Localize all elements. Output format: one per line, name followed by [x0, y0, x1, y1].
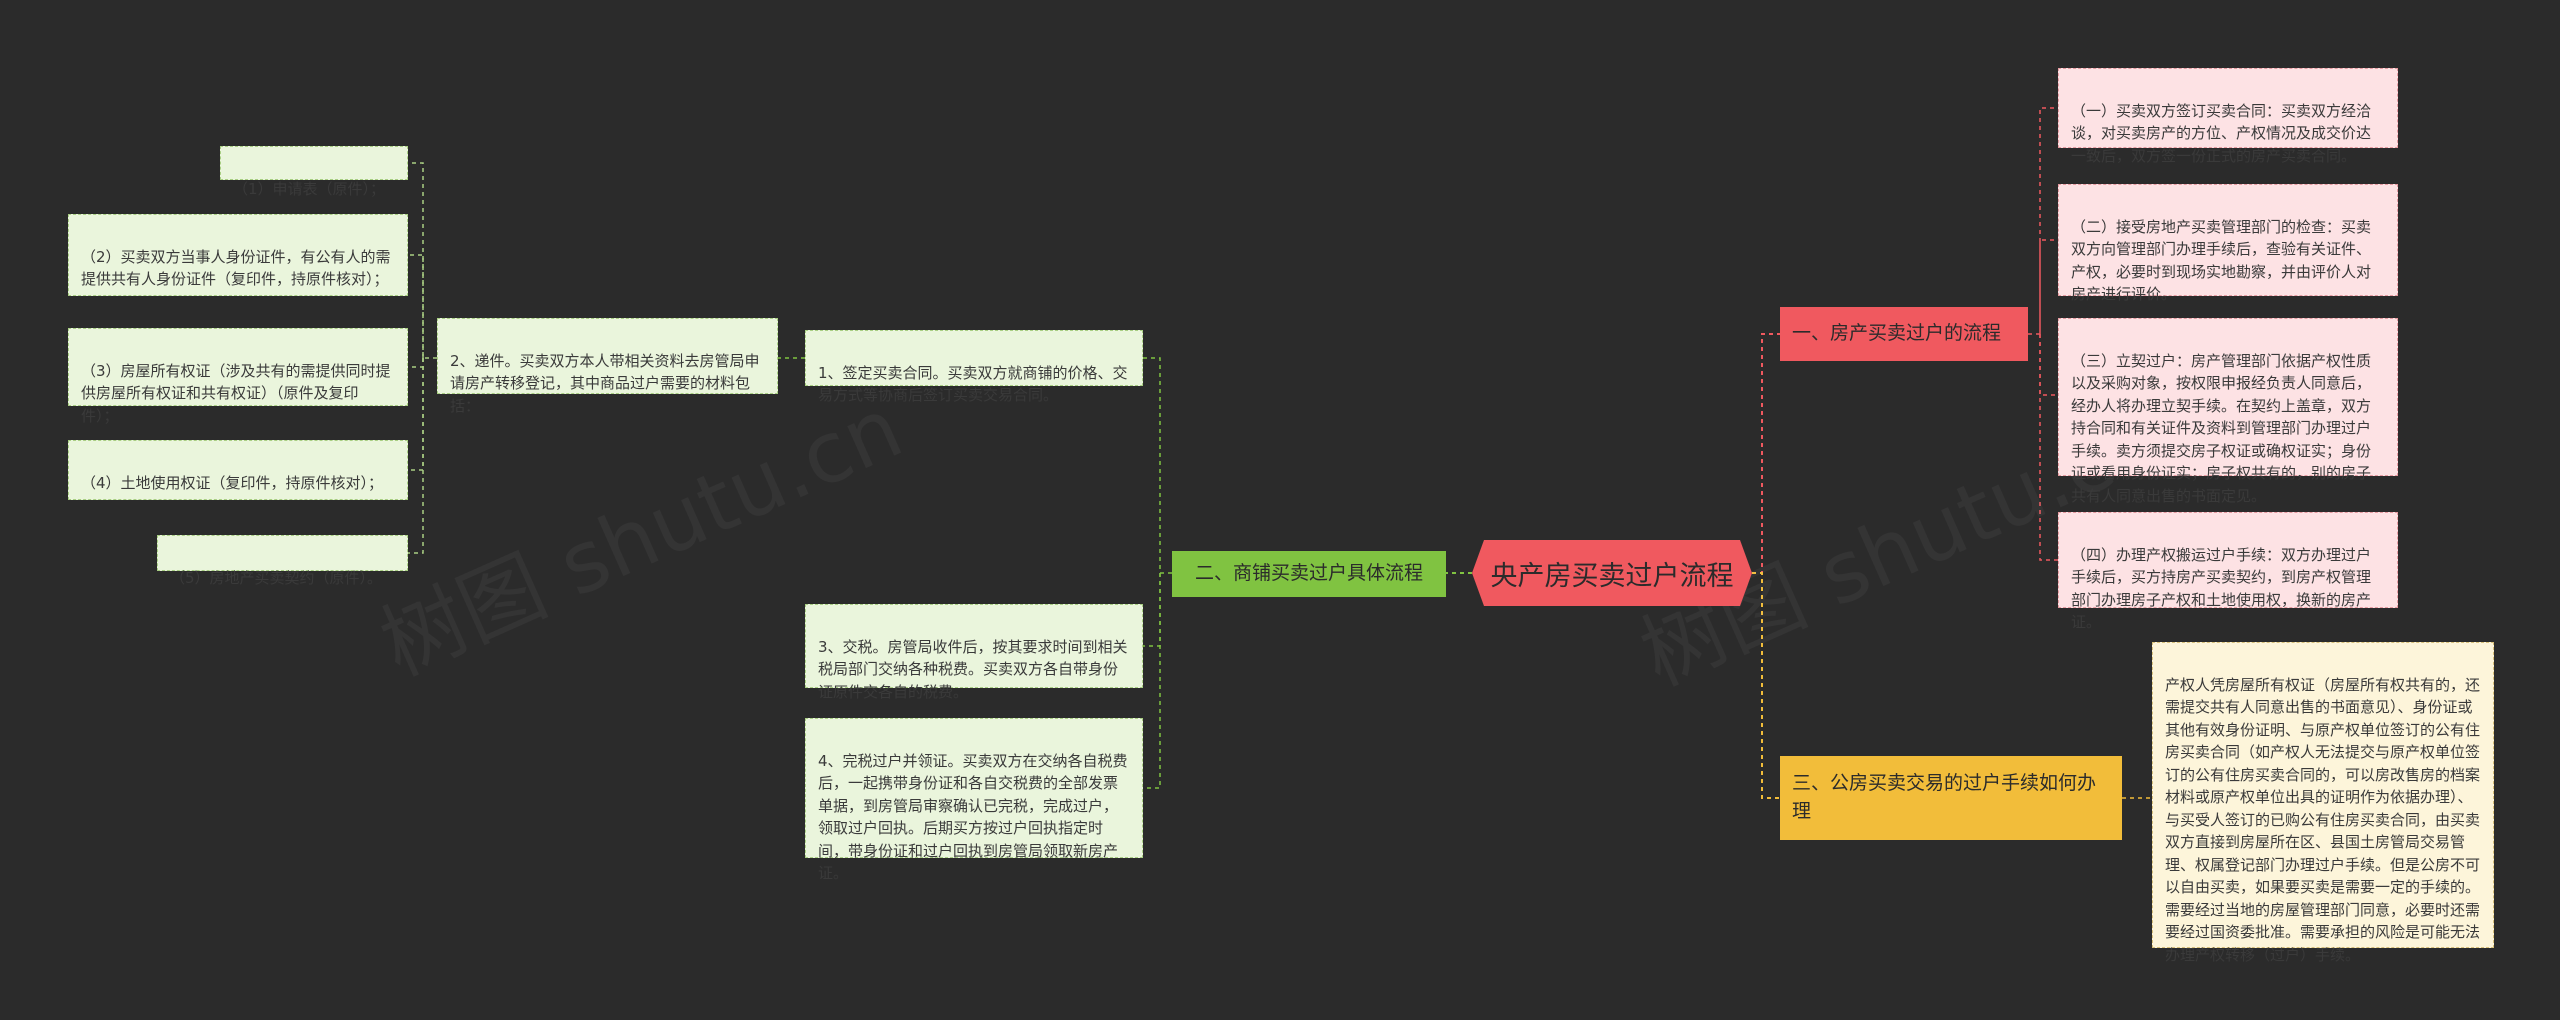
material-application-form[interactable]: （1）申请表（原件）；: [220, 146, 408, 198]
shop-step-contract[interactable]: 1、签定买卖合同。买卖双方就商铺的价格、交易方式等协商后签订买卖交易合同。: [805, 330, 1143, 404]
public-housing-procedure[interactable]: 产权人凭房屋所有权证（房屋所有权共有的，还需提交共有人同意出售的书面意见）、身份…: [2152, 642, 2494, 964]
leaf-text: 2、递件。买卖双方本人带相关资料去房管局申请房产转移登记，其中商品过户需要的材料…: [450, 351, 760, 415]
leaf-text: （一）买卖双方签订买卖合同：买卖双方经洽谈，对买卖房产的方位、产权情况及成交价达…: [2071, 101, 2372, 165]
leaf-text: （5）房地产买卖契约（原件）。: [170, 568, 383, 587]
leaf-text: 产权人凭房屋所有权证（房屋所有权共有的，还需提交共有人同意出售的书面意见）、身份…: [2165, 675, 2481, 964]
leaf-text: 3、交税。房管局收件后，按其要求时间到相关税局部门交纳各种税费。买卖双方各自带身…: [818, 637, 1128, 701]
leaf-text: 4、完税过户并领证。买卖双方在交纳各自税费后，一起携带身份证和各自交税费的全部发…: [818, 751, 1128, 883]
material-ownership-certificate[interactable]: （3）房屋所有权证（涉及共有的需提供同时提供房屋所有权证和共有权证）（原件及复印…: [68, 328, 408, 425]
transfer-step-inspection[interactable]: （二）接受房地产买卖管理部门的检查：买卖双方向管理部门办理手续后，查验有关证件、…: [2058, 184, 2398, 303]
branch-label: 一、房产买卖过户的流程: [1792, 322, 2002, 345]
shop-step-tax[interactable]: 3、交税。房管局收件后，按其要求时间到相关税局部门交纳各种税费。买卖双方各自带身…: [805, 604, 1143, 701]
branch-transfer-process[interactable]: 一、房产买卖过户的流程: [1780, 307, 2028, 361]
material-land-use-certificate[interactable]: （4）土地使用权证（复印件，持原件核对）；: [68, 440, 408, 500]
leaf-text: （四）办理产权搬运过户手续：双方办理过户手续后，买方持房产买卖契约，到房产权管理…: [2071, 545, 2372, 632]
transfer-step-deed[interactable]: （三）立契过户：房产管理部门依据产权性质以及采购对象，按权限申报经负责人同意后，…: [2058, 318, 2398, 505]
transfer-step-title-change[interactable]: （四）办理产权搬运过户手续：双方办理过户手续后，买方持房产买卖契约，到房产权管理…: [2058, 512, 2398, 631]
leaf-text: （2）买卖双方当事人身份证件，有公有人的需提供共有人身份证件（复印件，持原件核对…: [81, 247, 391, 289]
shop-step-certificate[interactable]: 4、完税过户并领证。买卖双方在交纳各自税费后，一起携带身份证和各自交税费的全部发…: [805, 718, 1143, 882]
leaf-text: 1、签定买卖合同。买卖双方就商铺的价格、交易方式等协商后签订买卖交易合同。: [818, 363, 1128, 405]
branch-label: 三、公房买卖交易的过户手续如何办理: [1792, 772, 2097, 822]
leaf-text: （1）申请表（原件）；: [233, 179, 386, 198]
leaf-text: （三）立契过户：房产管理部门依据产权性质以及采购对象，按权限申报经负责人同意后，…: [2071, 351, 2372, 505]
leaf-text: （3）房屋所有权证（涉及共有的需提供同时提供房屋所有权证和共有权证）（原件及复印…: [81, 361, 391, 425]
transfer-step-contract[interactable]: （一）买卖双方签订买卖合同：买卖双方经洽谈，对买卖房产的方位、产权情况及成交价达…: [2058, 68, 2398, 165]
branch-public-housing[interactable]: 三、公房买卖交易的过户手续如何办理: [1780, 756, 2122, 840]
root-topic-label: 央产房买卖过户流程: [1490, 560, 1734, 592]
material-sale-contract[interactable]: （5）房地产买卖契约（原件）。: [157, 535, 408, 587]
root-topic[interactable]: 央产房买卖过户流程: [1472, 540, 1752, 606]
leaf-text: （二）接受房地产买卖管理部门的检查：买卖双方向管理部门办理手续后，查验有关证件、…: [2071, 217, 2372, 304]
material-id-documents[interactable]: （2）买卖双方当事人身份证件，有公有人的需提供共有人身份证件（复印件，持原件核对…: [68, 214, 408, 296]
branch-shop-transfer[interactable]: 二、商铺买卖过户具体流程: [1172, 551, 1446, 597]
leaf-text: （4）土地使用权证（复印件，持原件核对）；: [81, 473, 384, 492]
branch-label: 二、商铺买卖过户具体流程: [1194, 562, 1423, 585]
shop-step-submit[interactable]: 2、递件。买卖双方本人带相关资料去房管局申请房产转移登记，其中商品过户需要的材料…: [437, 318, 778, 415]
